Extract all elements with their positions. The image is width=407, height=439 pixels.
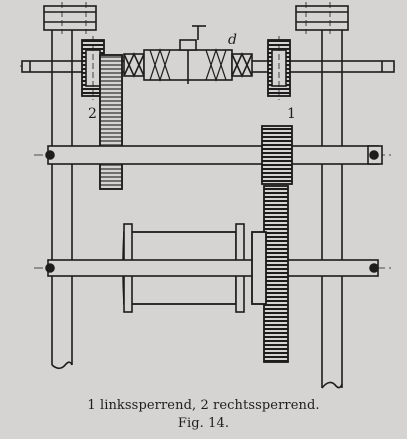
caption: 1 linkssperrend, 2 rechtssperrend. <box>87 398 320 413</box>
gear-mechanism-drawing: 2 1 d <box>20 2 395 389</box>
clutch-coupling <box>123 25 253 84</box>
large-gear-lower <box>251 185 289 363</box>
left-frame <box>43 2 97 370</box>
middle-shaft <box>34 145 395 165</box>
figure-number: Fig. 14. <box>177 416 230 431</box>
left-ratchet-wheel <box>81 36 105 100</box>
label-right-ratchet: 1 <box>287 106 296 122</box>
right-frame <box>295 2 349 389</box>
lower-shaft <box>34 259 395 277</box>
left-pinion <box>99 54 123 190</box>
label-left-ratchet: 2 <box>88 106 97 122</box>
large-gear-upper <box>261 125 293 185</box>
label-lever: d <box>228 32 237 48</box>
right-ratchet-wheel <box>267 36 291 100</box>
